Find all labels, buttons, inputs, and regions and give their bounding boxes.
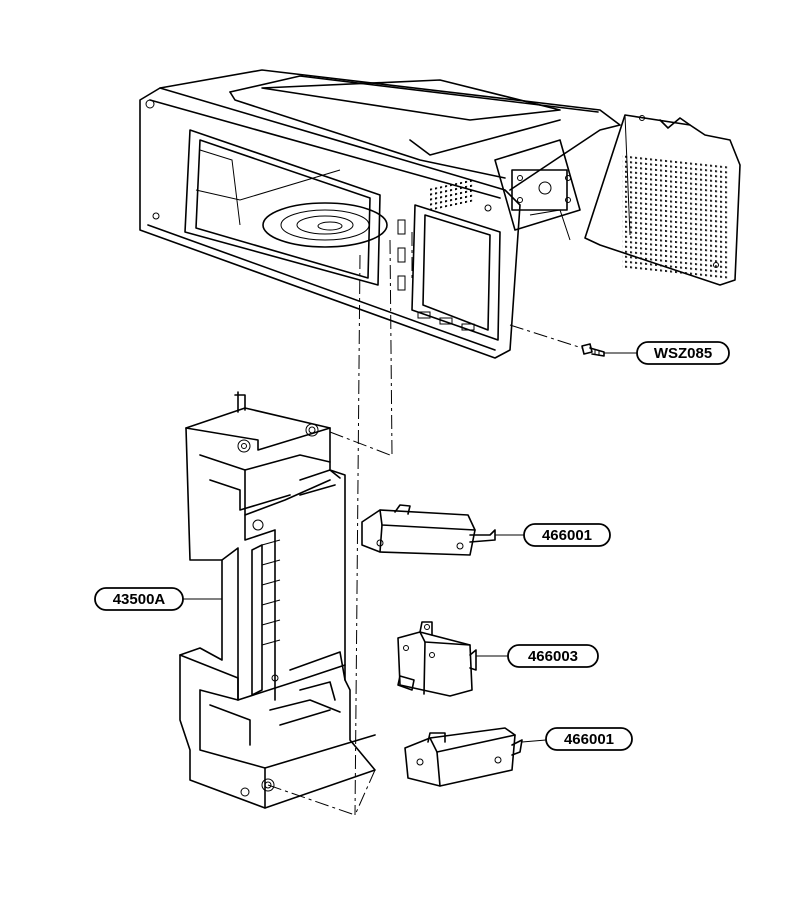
micro-switch-bottom	[404, 727, 523, 787]
screw-part	[581, 343, 605, 357]
micro-switch-middle	[397, 621, 477, 697]
callout-label-466001-bottom: 466001	[564, 731, 614, 748]
callout-wsz085: WSZ085	[636, 341, 730, 365]
callout-43500a: 43500A	[94, 587, 184, 611]
leader-lines	[183, 352, 637, 743]
callout-466001-top: 466001	[523, 523, 611, 547]
callout-label-43500a: 43500A	[113, 591, 166, 608]
assembly-guide-lines	[267, 232, 583, 816]
callout-466001-bottom: 466001	[545, 727, 633, 751]
microwave-cavity-assembly	[139, 69, 741, 359]
callout-label-wsz085: WSZ085	[654, 345, 712, 362]
door-latch-body	[179, 391, 376, 809]
callout-label-466001-top: 466001	[542, 527, 592, 544]
micro-switch-top	[361, 504, 496, 556]
callout-466003: 466003	[507, 644, 599, 668]
callout-label-466003: 466003	[528, 648, 578, 665]
